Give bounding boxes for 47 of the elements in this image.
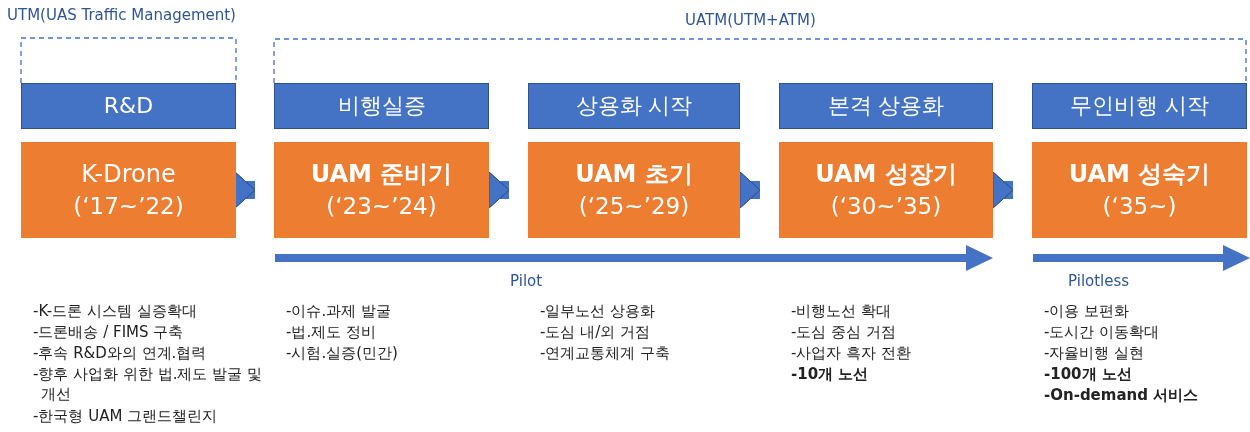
bullet-text: -도시간 이동확대 [1044, 322, 1161, 342]
bullet-text: -K-드론 시스템 실증확대 [33, 301, 198, 321]
block-arrow [739, 171, 761, 209]
bullet-text: -이용 보편화 [1044, 301, 1131, 321]
phase-box: 비행실증 [274, 83, 489, 129]
bullet-text: -시험.실증(민간) [286, 343, 399, 363]
bullet-text: -도심 중심 거점 [791, 322, 897, 342]
stage-title: UAM 성장기 [815, 159, 957, 190]
block-arrow [992, 171, 1014, 209]
bullet-text: -도심 내/외 거점 [540, 322, 651, 342]
stage-title: K-Drone [81, 159, 176, 190]
stage-title: UAM 준비기 [310, 159, 453, 190]
bullet-text: -On-demand 서비스 [1044, 385, 1200, 405]
period-text: (‘30~’35) [830, 192, 942, 221]
bullet-text: -100개 노선 [1044, 364, 1133, 384]
block-arrow [488, 171, 510, 209]
bullet-text: -법.제도 정비 [286, 322, 377, 342]
arrow-label: Pilotless [1068, 272, 1130, 290]
bullet-text: -자율비행 실현 [1044, 343, 1146, 363]
phase-box: 상용화 시작 [528, 83, 740, 129]
bullet-text: -비행노선 확대 [791, 301, 893, 321]
stage-box [779, 142, 993, 238]
phase-box: 무인비행 시작 [1032, 83, 1247, 129]
bullet-text: -드론배송 / FIMS 구축 [33, 322, 185, 342]
period-text: (‘17~’22) [73, 192, 184, 221]
stage-box [21, 142, 236, 238]
section-title: UTM(UAS Traffic Management) [7, 6, 236, 24]
stage-title: UAM 초기 [575, 159, 693, 190]
period-text: (‘25~’29) [578, 192, 690, 221]
phase-box: 본격 상용화 [779, 83, 993, 129]
arrow-label: Pilot [510, 272, 543, 290]
bullet-text: -사업자 흑자 전환 [791, 343, 912, 363]
section-title: UATM(UTM+ATM) [685, 11, 816, 29]
bullet-text: -한국형 UAM 그랜드챌린지 [33, 406, 219, 426]
period-text: (‘23~’24) [326, 192, 437, 221]
bullet-text: -연계교통체계 구축 [540, 343, 672, 363]
bullet-text: -후속 R&D와의 연계.협력 [33, 343, 208, 363]
bullet-text: -10개 노선 [791, 364, 870, 384]
bullet-text: -이슈.과제 발굴 [286, 301, 392, 321]
phase-box: R&D [21, 83, 236, 129]
stage-title: UAM 성숙기 [1068, 159, 1211, 190]
bullet-text: -향후 사업화 위한 법.제도 발굴 및 개선 [33, 364, 263, 404]
stage-box [274, 142, 489, 238]
stage-box [528, 142, 740, 238]
stage-box [1032, 142, 1247, 238]
period-text: (‘35~) [1102, 192, 1177, 221]
bullet-text: -일부노선 상용화 [540, 301, 657, 321]
